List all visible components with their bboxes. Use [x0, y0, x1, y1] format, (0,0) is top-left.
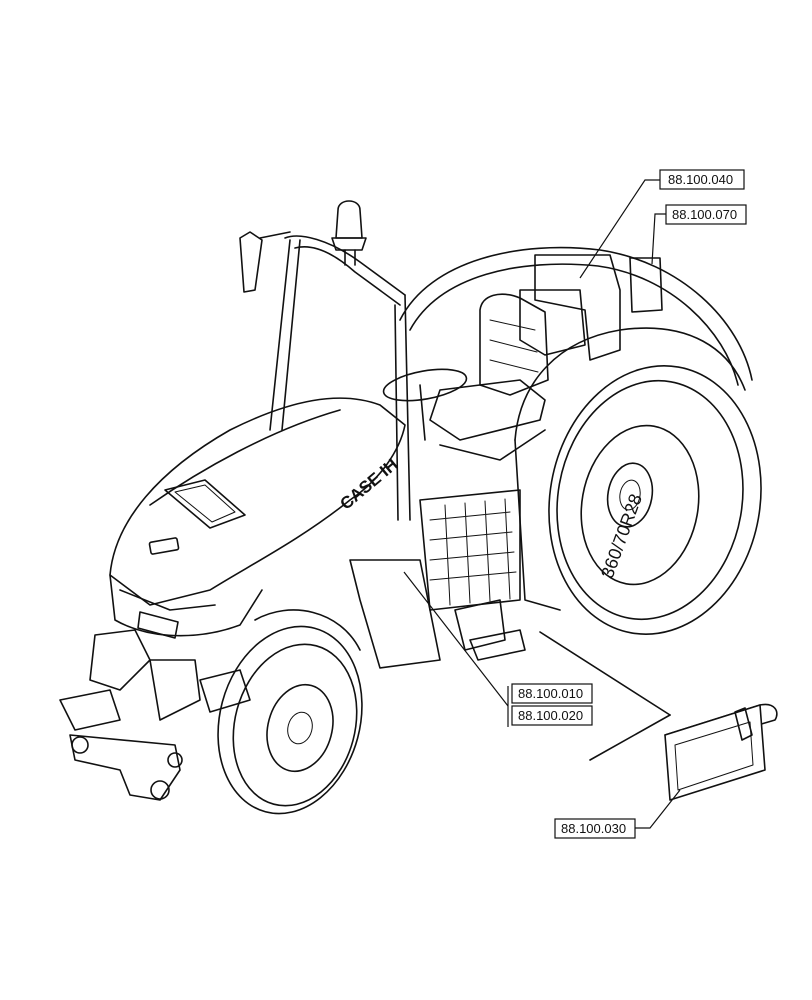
- leader-88-100-040: [579, 179, 660, 279]
- ref-label-88-100-020: 88.100.020: [518, 708, 583, 723]
- ref-label-88-100-070: 88.100.070: [672, 207, 737, 222]
- rear-wheel: 360/70R28: [548, 365, 762, 635]
- tire-size-text: 360/70R28: [597, 491, 646, 581]
- brand-text: CASE IH: [336, 455, 401, 514]
- tractor-illustration: 360/70R28: [59, 200, 778, 815]
- callouts: 88.100.040 88.100.070 88.100.010 88.100.…: [403, 169, 747, 839]
- operator-seat: [429, 293, 549, 461]
- ref-label-88-100-040: 88.100.040: [668, 172, 733, 187]
- front-hitch: [59, 629, 251, 801]
- rops-frame: [239, 200, 411, 521]
- leader-88-100-070: [651, 213, 666, 265]
- tool-box: [664, 703, 778, 801]
- ref-label-88-100-030: 88.100.030: [561, 821, 626, 836]
- ref-box-88-100-020: [511, 705, 593, 726]
- front-wheel: [217, 609, 363, 815]
- ref-box-88-100-010: [511, 683, 593, 704]
- leader-88-100-030: [635, 789, 681, 829]
- ref-label-88-100-010: 88.100.010: [518, 686, 583, 701]
- leader-88-100-010: [403, 571, 509, 707]
